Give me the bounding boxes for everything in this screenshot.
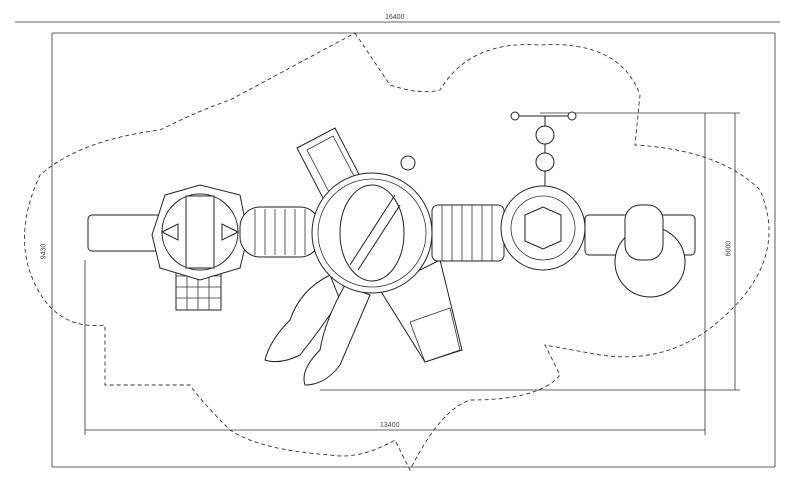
left-tower <box>151 184 249 311</box>
telescope-post <box>510 111 577 195</box>
crawl-tube-right <box>431 204 505 262</box>
equipment-depth-label: 6000 <box>725 240 733 257</box>
safety-zone-outline <box>24 32 770 472</box>
center-tower <box>311 155 433 294</box>
equipment-width-label: 13400 <box>380 422 400 429</box>
right-tower <box>500 185 586 271</box>
right-slide <box>584 204 696 298</box>
equipment-boundary-rect <box>84 112 740 435</box>
overall-boundary-rect <box>15 21 780 468</box>
overall-depth-label: 9430 <box>40 243 48 260</box>
crawl-tube-left <box>239 206 321 258</box>
wavy-slide-2 <box>303 284 371 386</box>
wavy-slide-1 <box>264 274 341 363</box>
overall-width-label: 16400 <box>385 14 405 21</box>
